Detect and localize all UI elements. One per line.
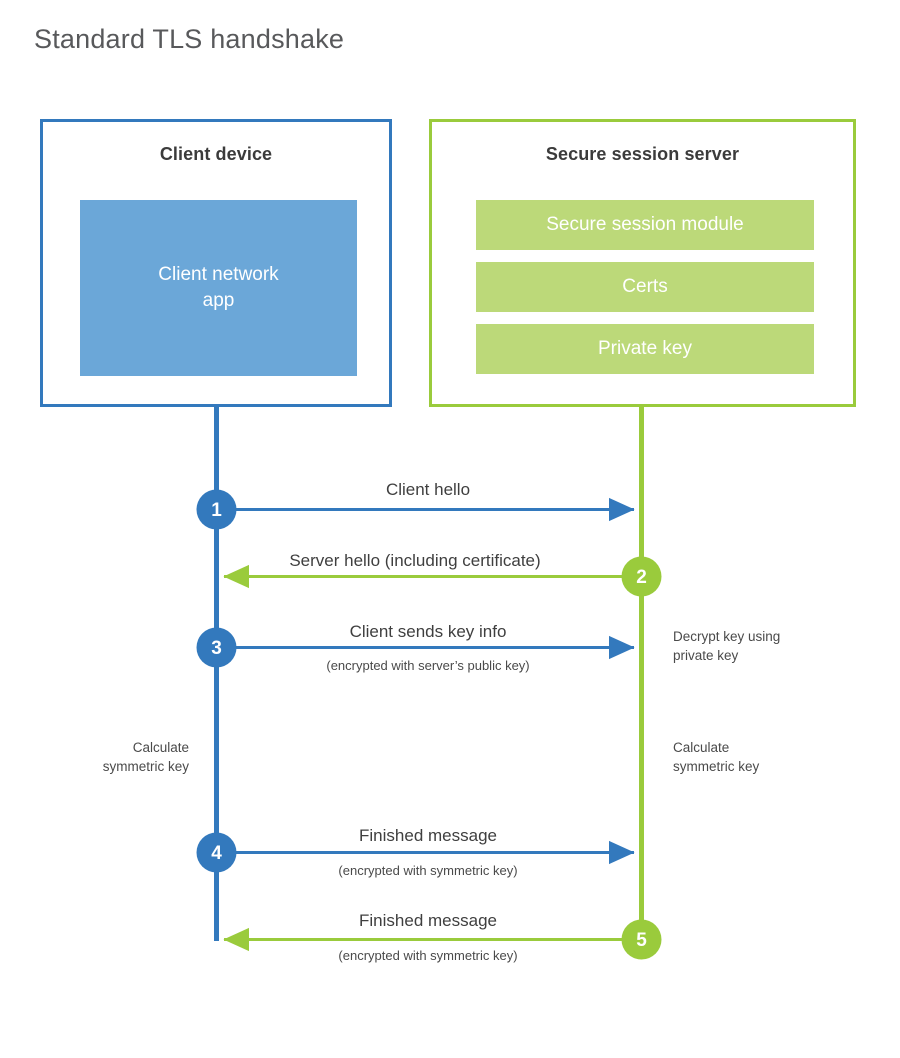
step-3-label: Client sends key info: [350, 622, 507, 641]
server-calculate-note-line2: symmetric key: [673, 759, 760, 774]
secure-session-server-box: Secure session server Secure session mod…: [429, 119, 856, 407]
client-device-title: Client device: [159, 144, 273, 164]
step-4-number: 4: [211, 843, 222, 864]
server-calculate-note-line1: Calculate: [673, 740, 729, 755]
step-1-label: Client hello: [386, 480, 470, 499]
server-module-secure-session: Secure session module: [476, 200, 814, 250]
client-app-label-line1: Client network: [158, 264, 279, 286]
step-3-marker: [196, 627, 237, 668]
step-2-marker: [621, 556, 662, 597]
step-4-sublabel: (encrypted with symmetric key): [338, 863, 517, 878]
step-3-number: 3: [211, 638, 222, 659]
step-5-sublabel: (encrypted with symmetric key): [338, 948, 517, 963]
client-network-app-label: Client network app: [158, 262, 278, 313]
client-device-box: Client device Client network app: [40, 119, 392, 407]
client-app-label-line2: app: [202, 290, 235, 311]
server-module-list: Secure session module Certs Private key: [476, 200, 814, 374]
step-5-label: Finished message: [359, 911, 497, 930]
server-module-certs: Certs: [476, 262, 814, 312]
step-4-marker: [196, 832, 237, 873]
step-4-label: Finished message: [359, 826, 497, 845]
step-1-marker: [196, 489, 237, 530]
step-2-label: Server hello (including certificate): [289, 551, 540, 570]
client-calculate-note-line1: Calculate: [133, 740, 189, 755]
secure-session-server-title: Secure session server: [545, 144, 740, 164]
step-3-sublabel: (encrypted with server’s public key): [326, 658, 529, 673]
server-decrypt-note-line2: private key: [673, 648, 739, 663]
server-decrypt-note-line1: Decrypt key using: [673, 629, 780, 644]
step-5-number: 5: [636, 930, 647, 951]
step-5-marker: [621, 919, 662, 960]
page-title: Standard TLS handshake: [34, 24, 345, 54]
client-calculate-note-line2: symmetric key: [103, 759, 190, 774]
step-1-number: 1: [211, 500, 222, 521]
client-network-app-block: Client network app: [80, 200, 357, 376]
server-module-private-key: Private key: [476, 324, 814, 374]
step-2-number: 2: [636, 567, 647, 588]
